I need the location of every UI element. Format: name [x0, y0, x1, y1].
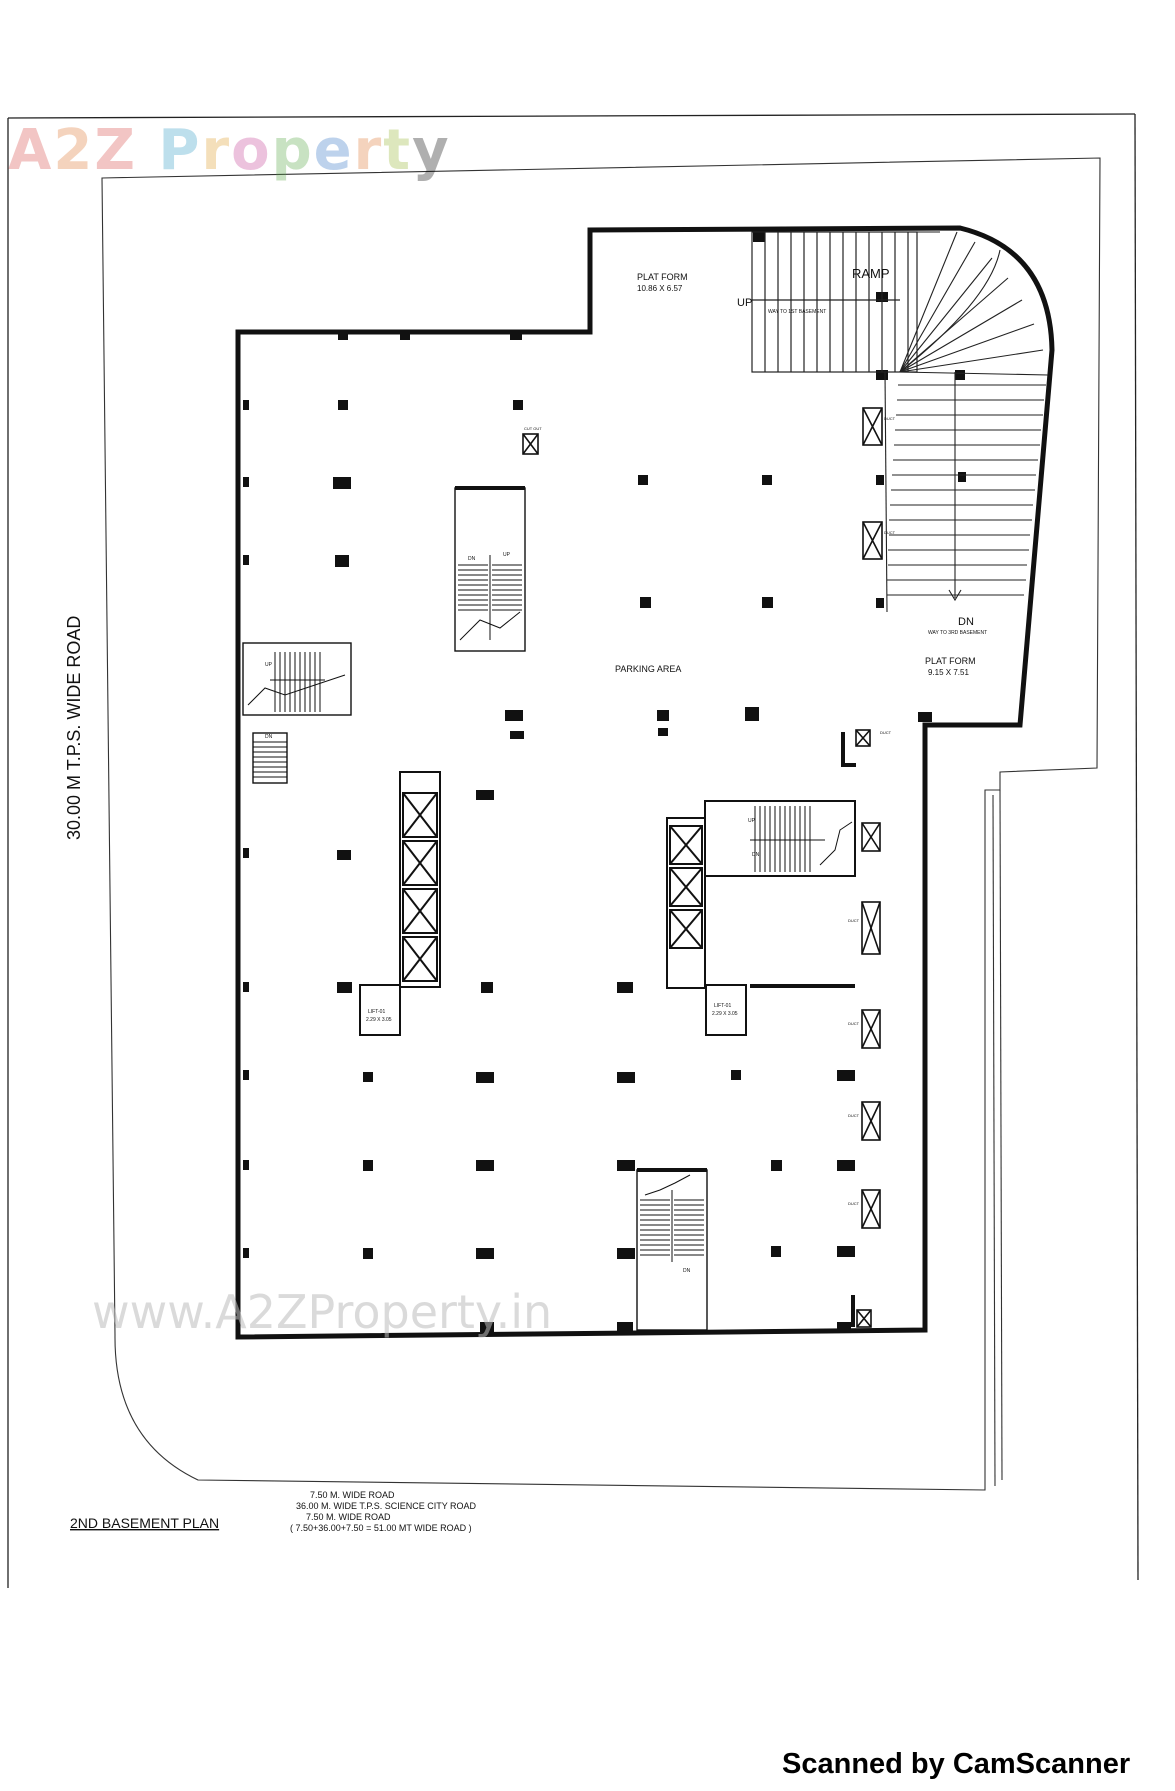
lift-core-right [666, 800, 856, 1036]
label-up-note: WAY TO 1ST BASEMENT [768, 309, 826, 315]
watermark-url: www.A2ZProperty.in [92, 1285, 553, 1339]
structural-columns [243, 232, 966, 1332]
road-note-1: 7.50 M. WIDE ROAD [310, 1490, 395, 1500]
stair-south [636, 1168, 708, 1331]
label-dn-note: WAY TO 3RD BASEMENT [928, 630, 987, 636]
label-cut-out: CUT OUT [524, 426, 542, 431]
label-duct-6: DUCT [848, 1113, 860, 1118]
label-duct-7: DUCT [848, 1201, 860, 1206]
stair-north [454, 486, 526, 652]
scanner-footer: Scanned by CamScanner [782, 1748, 1131, 1780]
label-duct-5: DUCT [848, 1021, 860, 1026]
label-duct-4: DUCT [848, 918, 860, 923]
label-parking-area: PARKING AREA [615, 664, 681, 674]
label-duct-2: DUCT [884, 530, 896, 535]
road-note-2: 36.00 M. WIDE T.P.S. SCIENCE CITY ROAD [296, 1501, 477, 1511]
road-note-4: ( 7.50+36.00+7.50 = 51.00 MT WIDE ROAD ) [290, 1523, 472, 1533]
plan-labels: 30.00 M T.P.S. WIDE ROAD 2ND BASEMENT PL… [64, 266, 987, 1531]
label-platform-right-size: 9.15 X 7.51 [928, 668, 969, 677]
ramp-ducts [522, 407, 883, 560]
label-stair-right-up: UP [748, 818, 756, 824]
label-stair-west-up: UP [265, 662, 273, 668]
label-ramp: RAMP [852, 266, 890, 281]
label-lift-right: LIFT-01 [714, 1003, 731, 1009]
site-boundary [101, 157, 1101, 1491]
label-platform-top-size: 10.86 X 6.57 [637, 284, 683, 293]
label-lift-left: LIFT-01 [368, 1009, 385, 1015]
watermark-logo: A2Z Property [8, 118, 451, 183]
ducts-right [841, 729, 881, 1328]
ramp-down [884, 371, 1046, 613]
label-duct-1: DUCT [884, 416, 896, 421]
label-side-road: 30.00 M T.P.S. WIDE ROAD [64, 616, 84, 840]
ramp-curve [899, 231, 1049, 376]
lift-core-left [359, 771, 441, 1036]
label-stair-west-dn: DN [265, 734, 273, 740]
label-stair-north-up: UP [503, 552, 511, 558]
label-stair-north-dn: DN [468, 556, 476, 562]
label-plan-title: 2ND BASEMENT PLAN [70, 1515, 219, 1531]
label-dn: DN [958, 616, 974, 628]
label-duct-3: DUCT [880, 730, 892, 735]
label-stair-south-dn: DN [683, 1268, 691, 1274]
stair-west [242, 642, 352, 784]
building-outline [235, 225, 1055, 1340]
label-platform-top: PLAT FORM [637, 272, 688, 282]
label-stair-right-dn: DN [752, 852, 760, 858]
label-lift-left-size: 2.29 X 3.05 [366, 1017, 392, 1023]
sheet-border [7, 113, 1139, 1588]
ramp-top [751, 231, 918, 373]
label-platform-right: PLAT FORM [925, 656, 976, 666]
road-note-3: 7.50 M. WIDE ROAD [306, 1512, 391, 1522]
label-lift-right-size: 2.29 X 3.05 [712, 1011, 738, 1017]
label-up: UP [737, 297, 752, 309]
